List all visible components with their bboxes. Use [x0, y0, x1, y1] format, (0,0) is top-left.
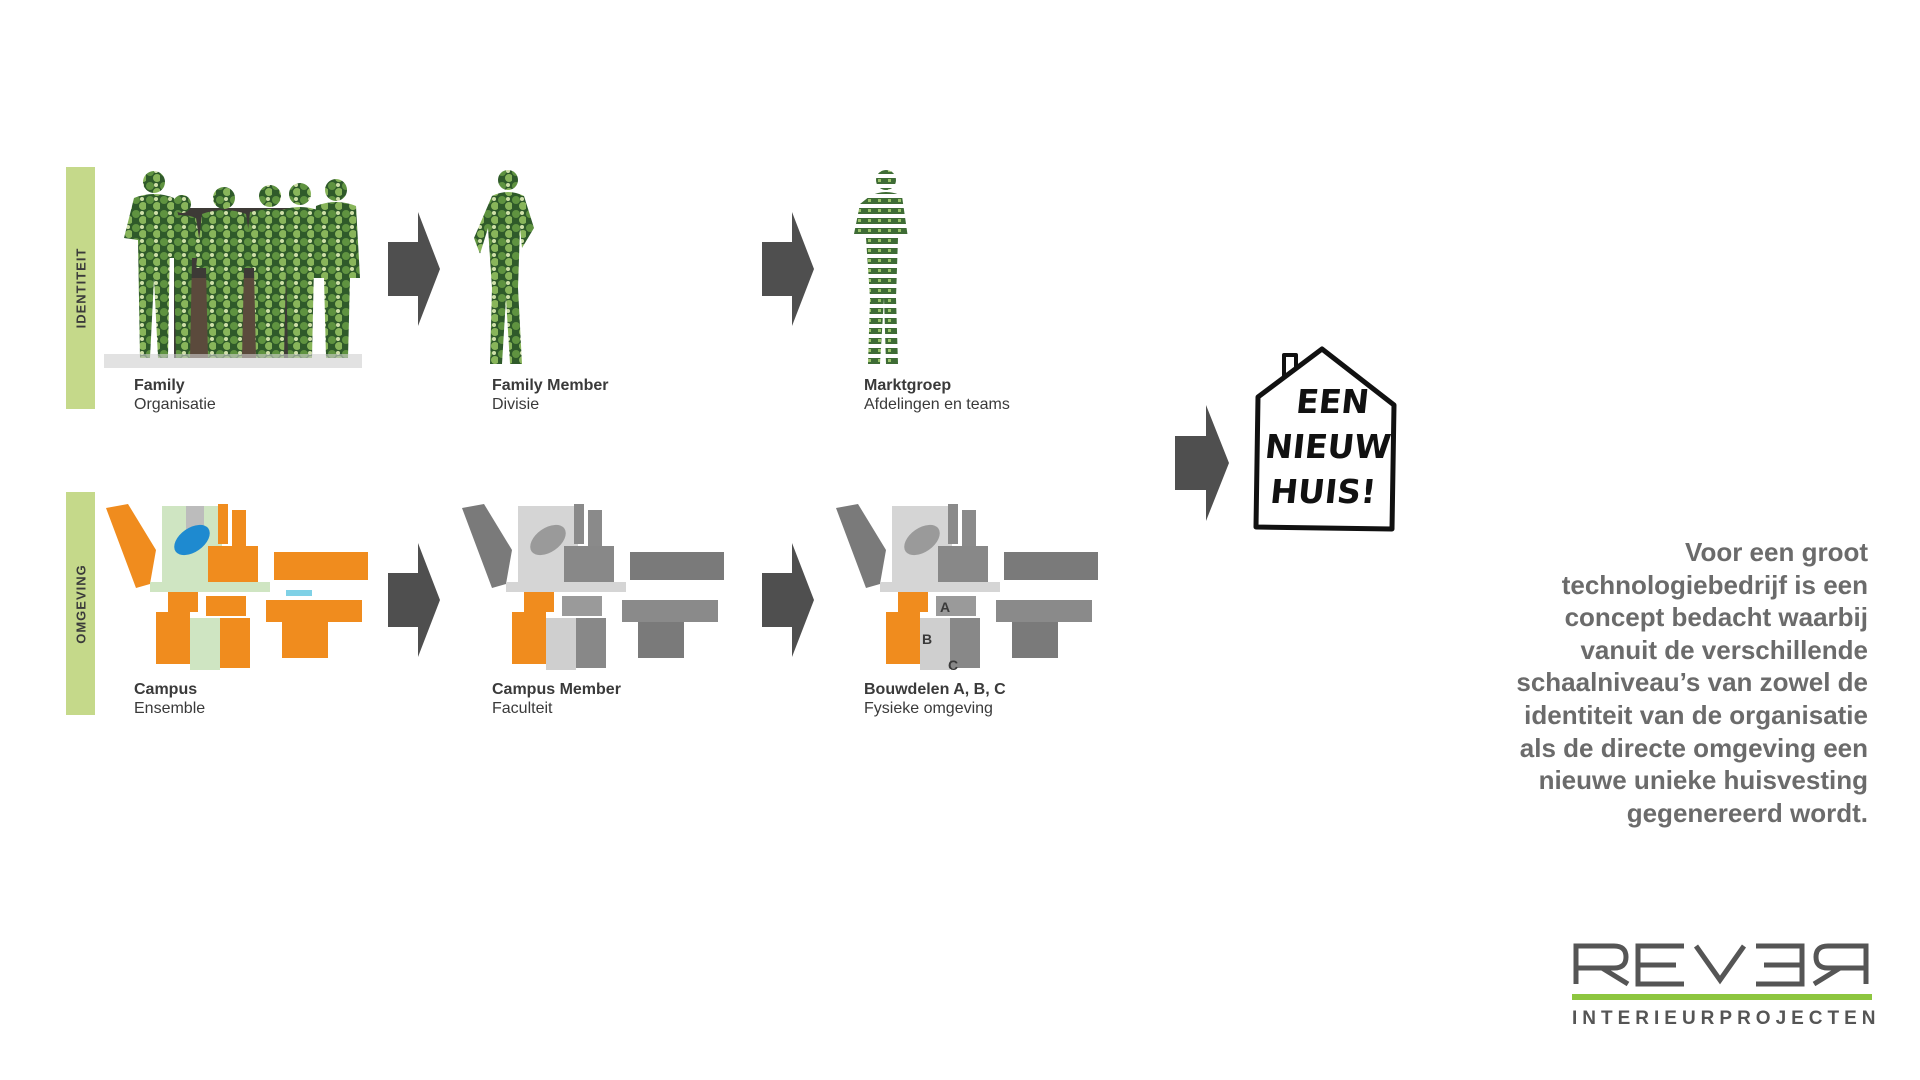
campus-member-subtitle: Faculteit: [492, 700, 553, 717]
description-line: nieuwe unieke huisvesting: [1538, 765, 1868, 796]
plan-label-c: C: [948, 657, 958, 672]
campus-plan: [106, 504, 368, 670]
building-parts-plan: A B C: [836, 504, 1098, 672]
campus-caption: Campus Ensemble: [134, 680, 205, 718]
house-line-2: NIEUW: [1263, 427, 1393, 466]
marktgroep-title: Marktgroep: [864, 377, 952, 394]
plan-label-b: B: [922, 631, 932, 647]
description-line: concept bedacht waarbij: [1564, 602, 1868, 633]
family-figure: [104, 171, 362, 368]
description-line: technologiebedrijf is een: [1561, 569, 1868, 600]
campus-member-plan: [462, 504, 724, 670]
arrow-environment-1: [388, 543, 440, 657]
arrow-identity-1: [388, 212, 440, 326]
marktgroep-caption: Marktgroep Afdelingen en teams: [864, 376, 1010, 414]
arrow-result: [1175, 405, 1229, 521]
family-member-subtitle: Divisie: [492, 396, 540, 413]
house-line-1: EEN: [1294, 382, 1372, 421]
description-text: Voor een groot technologiebedrijf is een…: [1448, 536, 1868, 829]
environment-band: OMGEVING: [66, 492, 95, 715]
family-title: Family: [134, 377, 185, 394]
plan-label-a: A: [940, 599, 950, 615]
arrow-identity-2: [762, 212, 814, 326]
environment-label: OMGEVING: [73, 563, 88, 644]
family-member-figure: [474, 170, 534, 364]
campus-member-caption: Campus Member Faculteit: [492, 680, 621, 718]
description-line: als de directe omgeving een: [1519, 732, 1868, 763]
new-house-sketch: EEN NIEUW HUIS!: [1252, 345, 1404, 535]
description-line: vanuit de verschillende: [1580, 634, 1868, 665]
campus-member-title: Campus Member: [492, 681, 621, 698]
marktgroep-figure: [854, 170, 908, 364]
family-member-caption: Family Member Divisie: [492, 376, 608, 414]
description-line: Voor een groot: [1685, 537, 1868, 567]
identity-label: IDENTITEIT: [73, 247, 88, 329]
logo-tagline: INTERIEURPROJECTEN: [1572, 1008, 1881, 1029]
arrow-environment-2: [762, 543, 814, 657]
house-text: EEN NIEUW HUIS!: [1245, 379, 1411, 514]
description-line: gegenereerd wordt.: [1626, 797, 1868, 828]
family-member-title: Family Member: [492, 377, 609, 394]
description-line: identiteit van de organisatie: [1524, 699, 1868, 730]
building-parts-title: Bouwdelen A, B, C: [864, 681, 1006, 698]
house-line-3: HUIS!: [1268, 472, 1379, 511]
marktgroep-subtitle: Afdelingen en teams: [864, 396, 1010, 413]
family-subtitle: Organisatie: [134, 396, 216, 413]
rever-logo: [1572, 943, 1872, 1000]
description-line: schaalniveau’s van zowel de: [1516, 667, 1868, 698]
family-caption: Family Organisatie: [134, 376, 216, 414]
building-parts-subtitle: Fysieke omgeving: [864, 700, 993, 717]
house-outline: [1253, 346, 1397, 532]
campus-subtitle: Ensemble: [134, 700, 206, 717]
building-parts-caption: Bouwdelen A, B, C Fysieke omgeving: [864, 680, 1006, 718]
identity-band: IDENTITEIT: [66, 167, 95, 409]
campus-title: Campus: [134, 681, 198, 698]
